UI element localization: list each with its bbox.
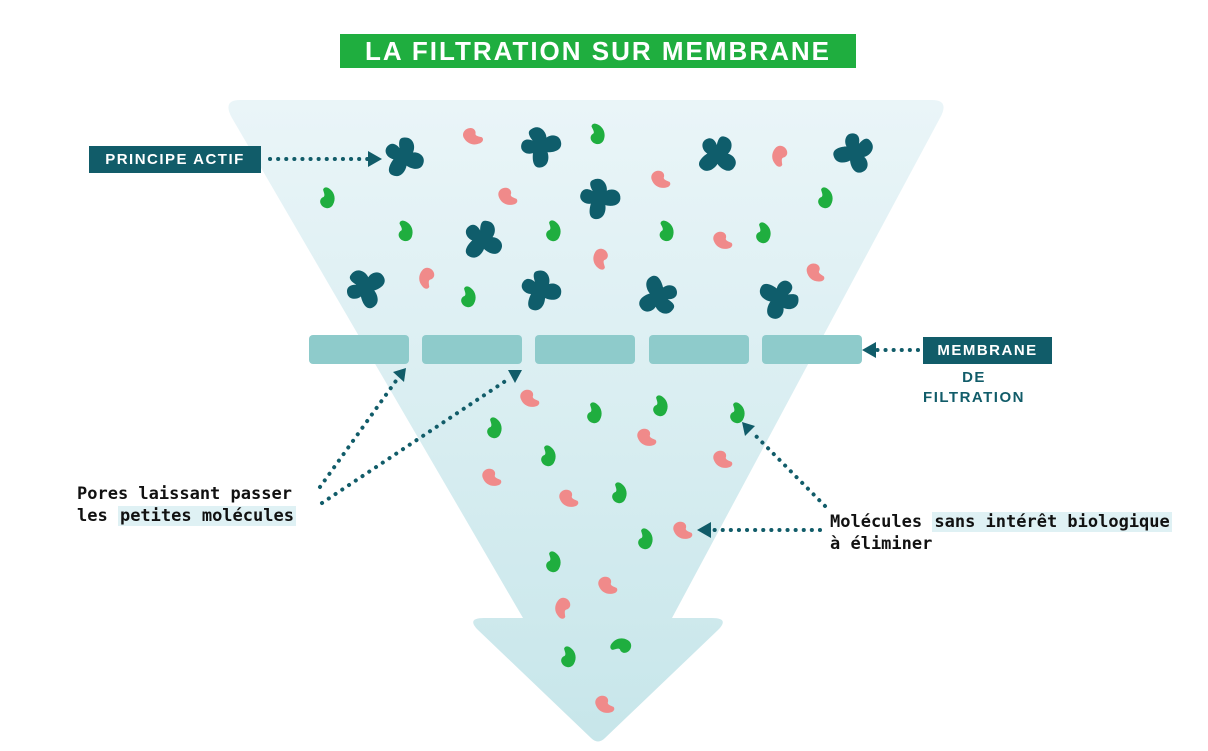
membrane-segment: [535, 335, 635, 364]
molecules-caption-line1: Molécules sans intérêt biologique: [830, 511, 1172, 533]
membrane-segment: [422, 335, 522, 364]
molecules-caption-highlight: sans intérêt biologique: [932, 512, 1172, 532]
arrowhead: [508, 370, 522, 383]
membrane-segment: [649, 335, 749, 364]
arrow-heads: [368, 151, 876, 538]
arrowhead: [862, 342, 876, 358]
membrane-segment: [762, 335, 862, 364]
arrowhead: [742, 422, 755, 436]
molecules-caption-line2: à éliminer: [830, 534, 933, 554]
pores-caption-line1: Pores laissant passer: [77, 484, 292, 504]
pores-caption-prefix: les: [77, 506, 118, 526]
pointer-arrows: [268, 157, 920, 532]
pores-caption-line2: les petites molécules: [77, 505, 296, 527]
membrane-segment: [309, 335, 409, 364]
pores-caption: Pores laissant passer les petites molécu…: [77, 483, 296, 527]
arrow-pore-2: [320, 376, 512, 505]
pores-caption-highlight: petites molécules: [117, 506, 296, 526]
filtration-funnel: [228, 100, 944, 742]
membrane-label: MEMBRANE: [923, 337, 1052, 364]
filtration-membrane: [309, 335, 862, 364]
molecules-caption: Molécules sans intérêt biologique à élim…: [830, 511, 1172, 555]
arrow-molecule-1: [750, 430, 827, 508]
principe-actif-label: PRINCIPE ACTIF: [89, 146, 261, 173]
arrowhead: [368, 151, 382, 167]
arrowhead: [697, 522, 711, 538]
membrane-sublabel: DE FILTRATION: [923, 369, 1025, 406]
page-title: LA FILTRATION SUR MEMBRANE: [340, 34, 856, 68]
molecules-caption-prefix: Molécules: [830, 512, 933, 532]
arrowhead: [393, 368, 406, 382]
arrow-pore-1: [318, 376, 400, 489]
